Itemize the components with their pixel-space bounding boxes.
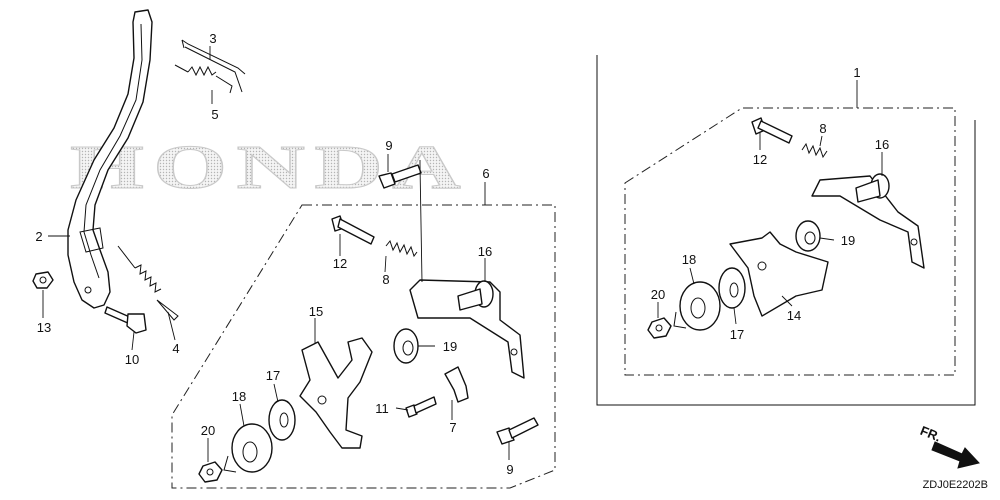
label-part-2: 2: [35, 229, 42, 244]
label-part-1: 1: [853, 65, 860, 80]
direction-arrow-icon: [931, 441, 980, 469]
plate-15: [299, 337, 373, 449]
washer-17-right: [718, 267, 746, 309]
plate-14: [729, 231, 829, 317]
label-part-17-left: 17: [266, 368, 280, 383]
flange-bolt-9-top: [378, 164, 422, 189]
washer-17-left: [268, 399, 296, 441]
cam-18-right: [673, 281, 721, 331]
label-part-19-right: 19: [841, 233, 855, 248]
label-part-9-bottom: 9: [506, 462, 513, 477]
front-direction-indicator: FR.: [918, 423, 980, 469]
label-part-18-left: 18: [232, 389, 246, 404]
label-part-6: 6: [482, 166, 489, 181]
assembly-outline-1: [624, 107, 956, 376]
label-part-19-left: 19: [443, 339, 457, 354]
label-part-18-right: 18: [682, 252, 696, 267]
control-lever: [67, 9, 153, 309]
nut-20-left: [198, 461, 223, 483]
label-part-16-left: 16: [478, 244, 492, 259]
label-part-14: 14: [787, 308, 801, 323]
honda-watermark: HONDA: [70, 134, 470, 202]
label-part-12-right: 12: [753, 152, 767, 167]
label-part-11: 11: [375, 401, 389, 416]
pivot-bracket-16-left: [409, 279, 525, 379]
pivot-bracket-16-right: [811, 173, 925, 269]
nut-13: [32, 271, 54, 289]
bolt-12-left: [331, 215, 375, 245]
washer-19-left: [393, 328, 419, 364]
label-part-20-right: 20: [651, 287, 665, 302]
label-part-3: 3: [209, 31, 216, 46]
label-part-20-left: 20: [201, 423, 215, 438]
fr-label: FR.: [918, 423, 943, 445]
spring-8-left: [385, 239, 418, 258]
diagram-code: ZDJ0E2202B: [923, 479, 988, 491]
washer-19-right: [795, 220, 821, 252]
label-part-10: 10: [125, 352, 139, 367]
spring-4: [117, 245, 179, 321]
label-part-12-left: 12: [333, 256, 347, 271]
assembly-frame-right: [596, 55, 976, 406]
label-part-13: 13: [37, 320, 51, 335]
label-part-9-top: 9: [385, 138, 392, 153]
label-part-17-right: 17: [730, 327, 744, 342]
bolt-10: [104, 306, 147, 334]
label-part-4: 4: [172, 341, 179, 356]
nut-20-right: [647, 317, 672, 339]
leader-lines: [42, 46, 883, 462]
label-part-7: 7: [449, 420, 456, 435]
label-part-15: 15: [309, 304, 323, 319]
wire-spring-3: [181, 39, 246, 93]
spring-5: [174, 64, 233, 94]
clip-7: [444, 366, 469, 403]
label-part-5: 5: [211, 107, 218, 122]
cam-18-left: [223, 423, 273, 473]
label-part-16-right: 16: [875, 137, 889, 152]
label-part-8-left: 8: [382, 272, 389, 287]
label-part-8-right: 8: [819, 121, 826, 136]
spring-8-right: [801, 142, 828, 159]
flange-bolt-9-bottom: [496, 417, 539, 445]
screw-11: [405, 396, 437, 418]
bolt-12-right: [751, 117, 793, 144]
assembly-outline-6: [171, 204, 556, 489]
